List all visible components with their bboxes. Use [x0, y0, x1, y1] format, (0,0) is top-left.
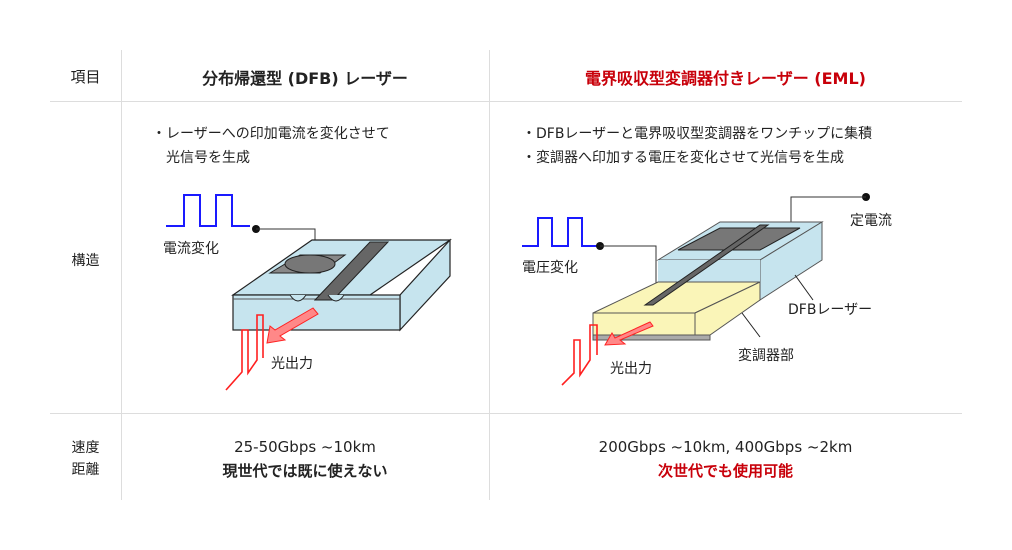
- row-label-structure: 構造: [71, 253, 100, 269]
- bullet: ・変調器へ印加する電圧を変化させて光信号を生成: [522, 150, 844, 166]
- eml-description: ・DFBレーザーと電界吸収型変調器をワンチップに集積 ・変調器へ印加する電圧を変…: [522, 122, 872, 170]
- label-distance: 距離: [71, 462, 100, 478]
- row-label-speed-distance: 速度 距離: [50, 437, 121, 481]
- bullet: 光信号を生成: [152, 150, 250, 166]
- label-voltage-change: 電圧変化: [522, 259, 578, 276]
- bullet: ・レーザーへの印加電流を変化させて: [152, 126, 390, 142]
- label-optical-output: 光出力: [610, 361, 652, 377]
- eml-speed-cell: 200Gbps ~10km, 400Gbps ~2km 次世代でも使用可能: [489, 435, 962, 483]
- label-optical-output: 光出力: [271, 356, 313, 372]
- dfb-description: ・レーザーへの印加電流を変化させて 光信号を生成: [152, 122, 390, 170]
- label-speed: 速度: [71, 440, 100, 456]
- output-arrow: [266, 307, 319, 344]
- dfb-note: 現世代では既に使えない: [222, 462, 388, 480]
- dfb-speed-cell: 25-50Gbps ~10km 現世代では既に使えない: [121, 435, 489, 483]
- input-signal-wave: [522, 217, 600, 247]
- column-header-dfb: 分布帰還型 (DFB) レーザー: [202, 69, 408, 88]
- label-constant-current: 定電流: [850, 213, 892, 229]
- column-header-item: 項目: [70, 68, 101, 86]
- divider: [121, 50, 122, 500]
- eml-spec: 200Gbps ~10km, 400Gbps ~2km: [598, 438, 853, 456]
- eml-diagram: 電圧変化 定電流 DFBレーザー 変調器部 光出力: [522, 193, 892, 386]
- divider: [489, 50, 490, 500]
- output-arrow: [604, 321, 654, 346]
- waveguide-ridge: [643, 224, 770, 306]
- dfb-spec: 25-50Gbps ~10km: [234, 438, 376, 456]
- input-signal-wave: [166, 194, 250, 227]
- output-signal-wave: [561, 324, 598, 386]
- column-header-eml: 電界吸収型変調器付きレーザー (EML): [585, 69, 866, 88]
- ridge-waveguide: [313, 241, 390, 301]
- dfb-laser-diagram: 電流変化 光出力: [163, 194, 452, 391]
- label-current-change: 電流変化: [163, 240, 219, 257]
- eml-note: 次世代でも使用可能: [657, 462, 793, 480]
- label-modulator: 変調器部: [738, 347, 794, 364]
- divider: [50, 101, 962, 102]
- output-signal-wave: [225, 314, 264, 391]
- bullet: ・DFBレーザーと電界吸収型変調器をワンチップに集積: [522, 126, 873, 142]
- label-dfb-laser: DFBレーザー: [788, 302, 872, 318]
- divider: [50, 413, 962, 414]
